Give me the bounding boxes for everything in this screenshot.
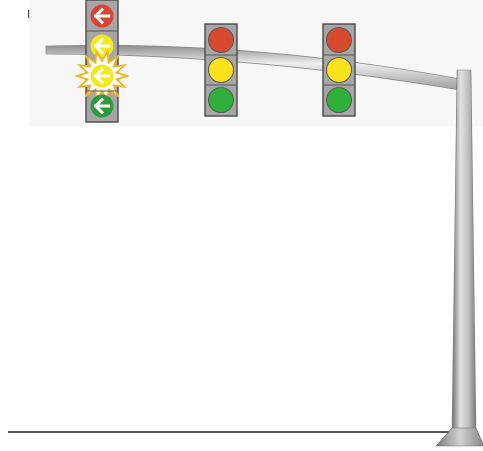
red-circle-icon — [208, 27, 234, 53]
signal-head-through-2 — [322, 23, 356, 117]
yellow-arrow-glyph — [93, 37, 111, 55]
signal-head-through-1 — [204, 23, 238, 117]
flashing-yellow-arrow-glyph — [93, 67, 111, 85]
signal-head-left-turn — [74, 0, 130, 123]
yellow-circle-icon — [326, 57, 352, 83]
green-circle-icon — [326, 87, 352, 113]
corner-mark: I — [27, 8, 30, 21]
signal-heads — [74, 0, 356, 123]
green-arrow-glyph — [93, 97, 111, 115]
green-circle-icon — [208, 87, 234, 113]
yellow-circle-icon — [208, 57, 234, 83]
red-circle-icon — [326, 27, 352, 53]
red-arrow-glyph — [93, 7, 111, 25]
pole-base — [435, 427, 483, 447]
